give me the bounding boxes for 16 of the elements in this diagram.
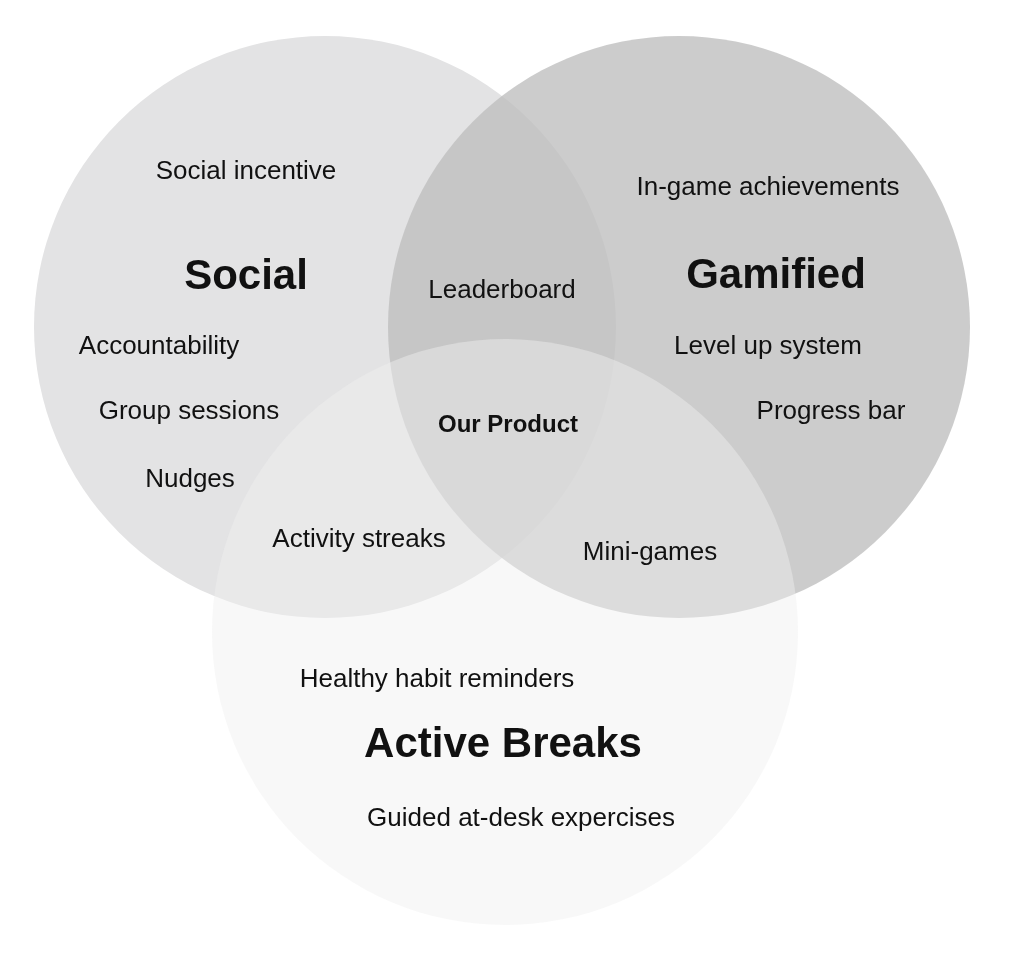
set-title: Active Breaks <box>364 722 642 764</box>
feature-label: Group sessions <box>98 397 280 423</box>
feature-label: Leaderboard <box>428 276 576 302</box>
feature-label: Nudges <box>145 465 235 491</box>
feature-label: Mini-games <box>582 538 718 564</box>
feature-label: Accountability <box>78 332 240 358</box>
feature-label: Guided at-desk expercises <box>367 804 675 830</box>
center-label: Our Product <box>438 412 578 436</box>
set-title: Gamified <box>686 253 866 295</box>
feature-label: Healthy habit reminders <box>299 665 575 691</box>
feature-label: In-game achievements <box>636 173 900 199</box>
feature-label: Level up system <box>674 332 862 358</box>
feature-label: Social incentive <box>155 157 337 183</box>
set-title: Social <box>184 254 308 296</box>
feature-label: Activity streaks <box>272 525 446 551</box>
feature-label: Progress bar <box>756 397 906 423</box>
